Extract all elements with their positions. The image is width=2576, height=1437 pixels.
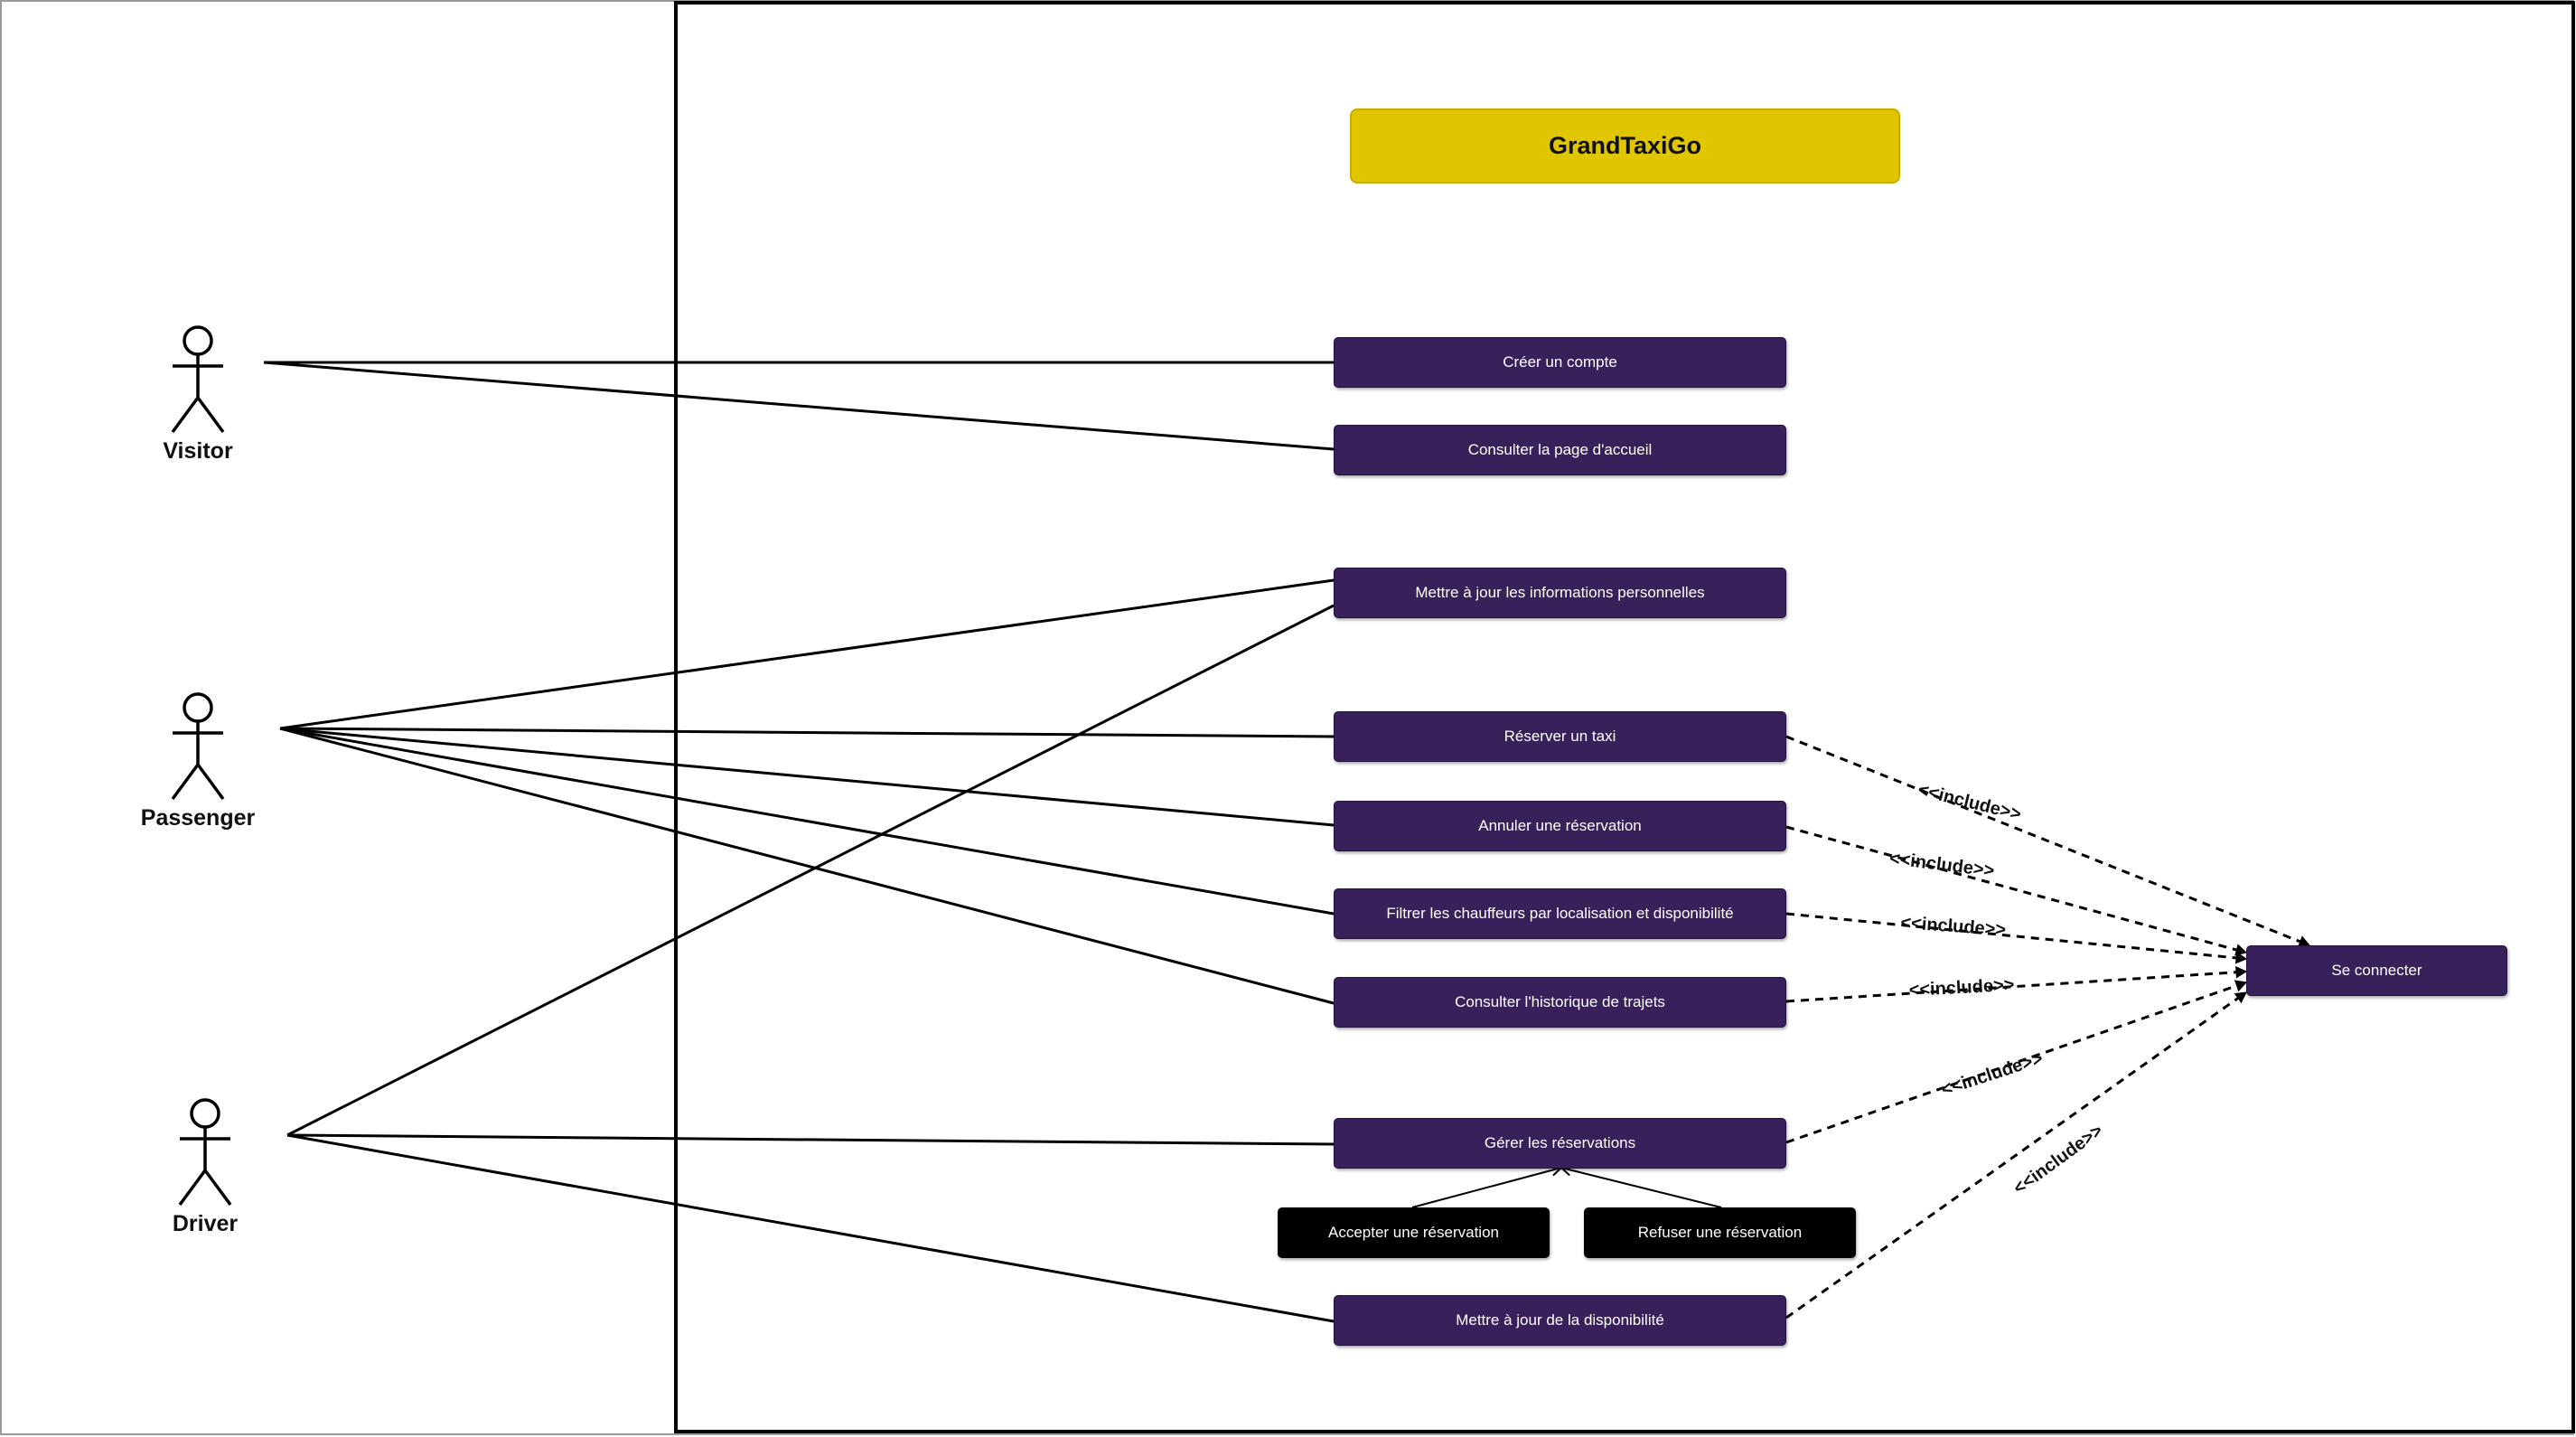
include-annuler-reservation [1785, 825, 2248, 956]
include-gerer-reservations [1785, 980, 2247, 1144]
system-boundary [674, 1, 2575, 1433]
generalization-accepter [1411, 1168, 1561, 1208]
assoc-passenger-reserver-taxi [279, 727, 1335, 738]
include-label: <<include>> [2009, 1121, 2106, 1198]
actor-label-visitor: Visitor [163, 438, 233, 464]
include-label: <<include>> [1916, 780, 2023, 825]
visitor-actor-figure [171, 325, 225, 434]
include-label: <<include>> [1888, 849, 1996, 881]
use-case-creer-compte[interactable]: Créer un compte [1334, 337, 1786, 388]
include-historique [1785, 965, 2248, 1003]
include-label: <<include>> [1939, 1048, 2046, 1100]
include-filtrer-chauffeurs [1785, 912, 2248, 964]
assoc-visitor-consulter-accueil [263, 361, 1335, 451]
assoc-driver-maj-infos [286, 604, 1335, 1137]
use-case-maj-infos[interactable]: Mettre à jour les informations personnel… [1334, 568, 1786, 618]
use-case-gerer-reservations[interactable]: Gérer les réservations [1334, 1118, 1786, 1169]
include-label: <<include>> [1908, 975, 2015, 1000]
assoc-passenger-filtrer-chauffeurs [279, 727, 1335, 916]
actor-label-passenger: Passenger [140, 805, 256, 831]
include-label: <<include>> [1900, 913, 2007, 940]
include-maj-disponibilite [1785, 991, 2247, 1320]
assoc-driver-maj-disponibilite [286, 1133, 1335, 1323]
driver-actor-figure [178, 1098, 232, 1207]
system-title: GrandTaxiGo [1350, 108, 1900, 183]
use-case-filtrer-chauffeurs[interactable]: Filtrer les chauffeurs par localisation … [1334, 888, 1786, 939]
include-reserver-taxi [1785, 735, 2310, 948]
generalization-refuser [1561, 1168, 1722, 1208]
use-case-historique-trajets[interactable]: Consulter l'historique de trajets [1334, 977, 1786, 1028]
assoc-passenger-annuler-reservation [279, 727, 1335, 827]
use-case-consulter-accueil[interactable]: Consulter la page d'accueil [1334, 425, 1786, 475]
actor-label-driver: Driver [172, 1211, 239, 1236]
use-case-reserver-taxi[interactable]: Réserver un taxi [1334, 711, 1786, 762]
use-case-annuler-reservation[interactable]: Annuler une réservation [1334, 801, 1786, 851]
assoc-passenger-historique [279, 727, 1335, 1005]
passenger-actor-figure [171, 692, 225, 801]
assoc-passenger-maj-infos [279, 578, 1335, 730]
use-case-accepter-reservation[interactable]: Accepter une réservation [1278, 1207, 1550, 1258]
use-case-se-connecter[interactable]: Se connecter [2246, 945, 2507, 996]
use-case-maj-disponibilite[interactable]: Mettre à jour de la disponibilité [1334, 1295, 1786, 1346]
assoc-driver-gerer-reservations [286, 1133, 1335, 1146]
use-case-refuser-reservation[interactable]: Refuser une réservation [1584, 1207, 1856, 1258]
